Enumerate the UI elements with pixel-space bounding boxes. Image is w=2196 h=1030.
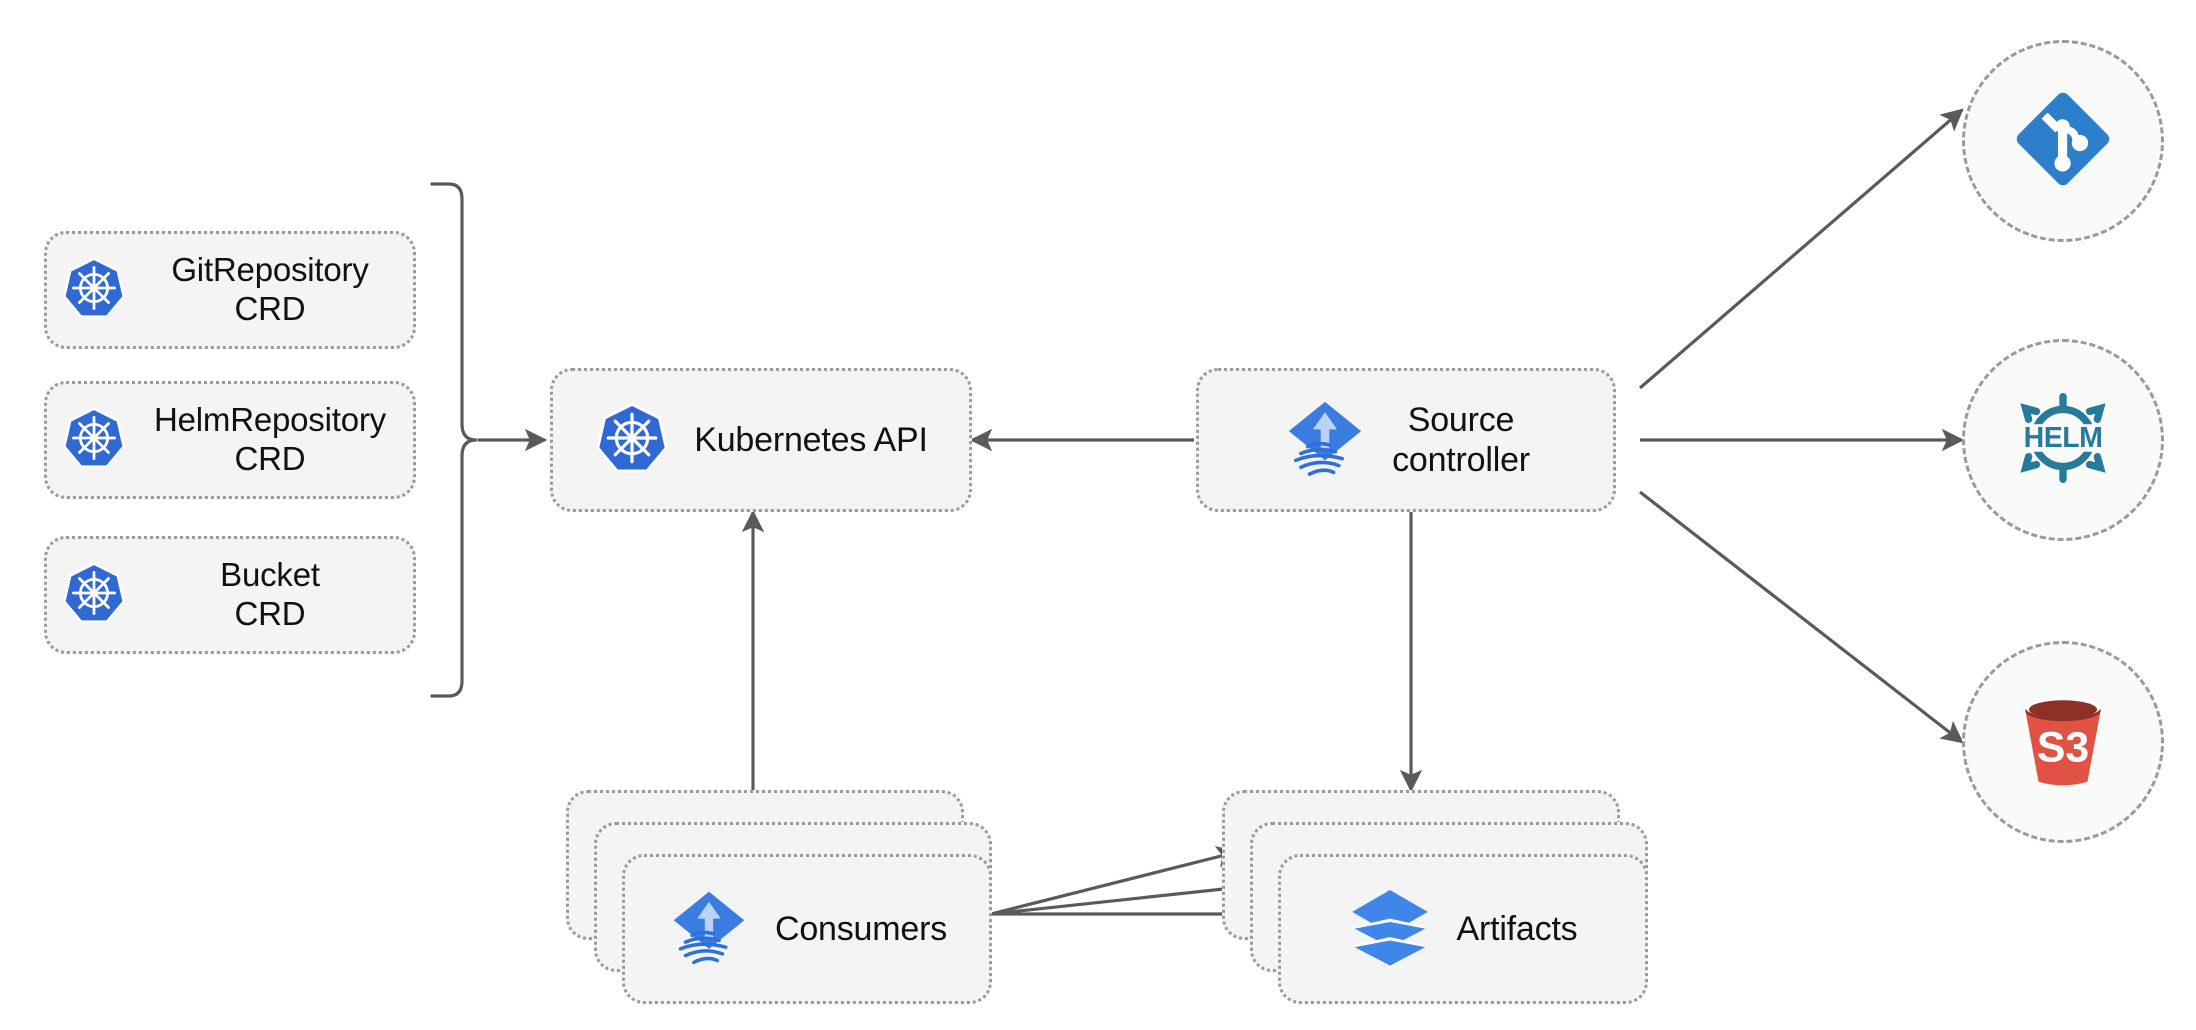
node-artifacts[interactable]: Artifacts xyxy=(1278,854,1648,1004)
provider-circle-s3[interactable]: S3 S3 xyxy=(1962,641,2164,843)
kubernetes-icon xyxy=(61,255,127,326)
diagram-title: Flux source-controller architecture xyxy=(0,21,1,22)
node-label: Artifacts xyxy=(1456,909,1578,948)
kubernetes-icon xyxy=(61,405,127,476)
flux-icon xyxy=(1282,395,1368,486)
svg-text:S3: S3 xyxy=(2037,723,2089,771)
crd-card-label: GitRepository CRD xyxy=(171,251,369,327)
git-icon xyxy=(2008,84,2118,199)
node-label: Source controller xyxy=(1392,400,1530,479)
edge-source-controller-to-git xyxy=(1638,108,1964,390)
crd-group-brace xyxy=(430,182,478,698)
edge-consumers-to-artifacts-1 xyxy=(990,846,1240,916)
node-kubernetes-api[interactable]: Kubernetes API xyxy=(550,368,972,512)
edge-source-controller-to-s3 xyxy=(1639,490,1964,744)
crd-card-gitrepository[interactable]: GitRepository CRD xyxy=(44,231,416,349)
node-consumers[interactable]: Consumers xyxy=(622,854,992,1004)
flux-icon xyxy=(667,885,751,974)
crd-card-label: HelmRepository CRD xyxy=(154,401,386,477)
crd-card-helmrepository[interactable]: HelmRepository CRD xyxy=(44,381,416,499)
crd-card-bucket[interactable]: Bucket CRD xyxy=(44,536,416,654)
provider-circle-helm[interactable]: HELM HELM xyxy=(1962,339,2164,541)
s3-bucket-icon: S3 xyxy=(2007,684,2119,801)
node-label: Consumers xyxy=(774,909,948,948)
node-source-controller[interactable]: Source controller xyxy=(1196,368,1616,512)
crd-card-label: Bucket CRD xyxy=(220,556,320,632)
svg-text:HELM: HELM xyxy=(2024,421,2103,453)
layers-icon xyxy=(1348,885,1432,974)
kubernetes-icon xyxy=(61,560,127,631)
helm-icon: HELM xyxy=(2004,379,2122,502)
provider-circle-git[interactable]: Git xyxy=(1962,40,2164,242)
kubernetes-icon xyxy=(594,400,670,481)
node-label: Kubernetes API xyxy=(694,420,928,459)
